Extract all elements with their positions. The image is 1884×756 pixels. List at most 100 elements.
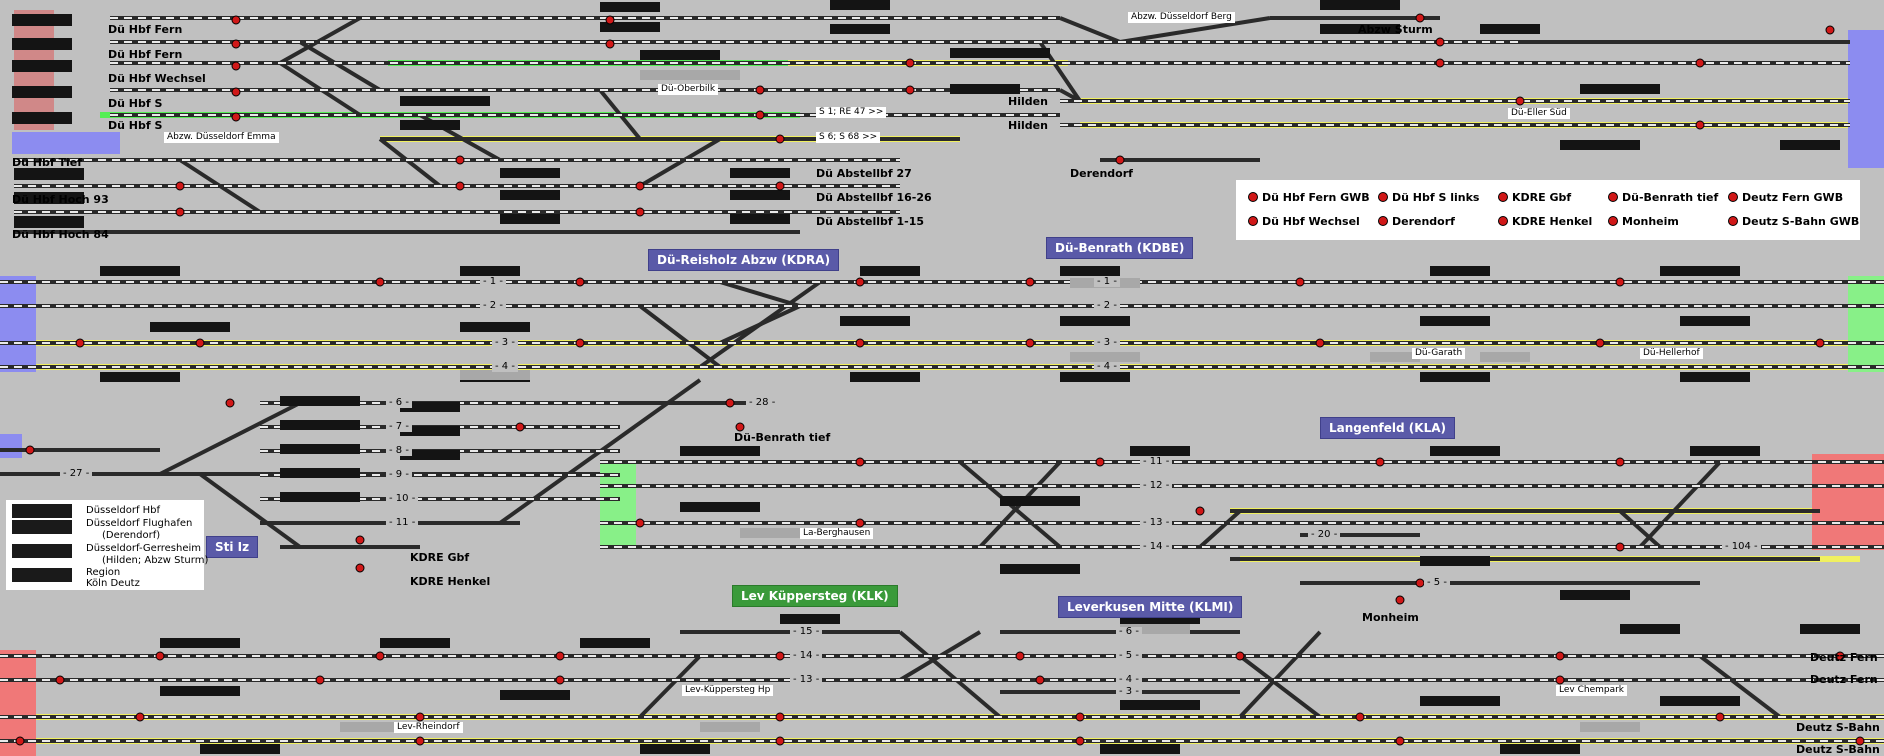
track-number: - 4 - (1116, 675, 1142, 685)
edge-blocks (0, 10, 1884, 756)
label-hilden: Hilden (1008, 95, 1048, 108)
signal-legend: Dü Hbf Fern GWB Dü Hbf S links KDRE Gbf … (1236, 180, 1860, 240)
label-benrath-tief: Dü-Benrath tief (734, 431, 831, 444)
label-kdre-henkel: KDRE Henkel (410, 575, 491, 588)
track-number: - 9 - (386, 470, 412, 480)
station-lev-mitte[interactable]: Leverkusen Mitte (KLMI) (1058, 596, 1243, 618)
label-abstellbf-1-15: Dü Abstellbf 1-15 (816, 215, 925, 228)
train-number-fields (12, 0, 1860, 754)
station-kuppersteg[interactable]: Lev Küppersteg (KLK) (732, 585, 898, 607)
track-number: - 14 - (1140, 542, 1173, 552)
signal-icon (1608, 192, 1618, 202)
track-number: - 3 - (1094, 338, 1120, 348)
track-number: - 11 - (386, 518, 419, 528)
key-label: Düsseldorf Flughafen (86, 518, 193, 529)
legend-item[interactable]: Dü Hbf Wechsel (1248, 216, 1360, 228)
signal-icon (1378, 216, 1388, 226)
platforms (340, 70, 1640, 732)
legend-item[interactable]: KDRE Henkel (1498, 216, 1592, 228)
track-number: - 3 - (1116, 687, 1142, 697)
legend-item[interactable]: Deutz S-Bahn GWB (1728, 216, 1859, 228)
key-swatch (12, 568, 72, 582)
label-kuppersteg-hp: Lev-Küppersteg Hp (682, 685, 774, 696)
track-number: - 13 - (790, 675, 823, 685)
label-kdre-gbf: KDRE Gbf (410, 551, 470, 564)
legend-item[interactable]: Deutz Fern GWB (1728, 192, 1843, 204)
track-number: - 104 - (1722, 542, 1761, 552)
signal-icon (1378, 192, 1388, 202)
label-hbf-s-2: Dü Hbf S (108, 119, 163, 132)
label-deutz-fern: Deutz Fern (1810, 651, 1878, 664)
signal-icon (1248, 216, 1258, 226)
track-number: - 2 - (1094, 301, 1120, 311)
key-label: (Derendorf) (102, 530, 161, 541)
legend-item[interactable]: KDRE Gbf (1498, 192, 1571, 204)
label-rheindorf: Lev-Rheindorf (394, 722, 463, 733)
track-number: - 12 - (1140, 481, 1173, 491)
legend-item[interactable]: Monheim (1608, 216, 1679, 228)
label-deutz-fern-2: Deutz Fern (1810, 673, 1878, 686)
track-number: - 11 - (1140, 457, 1173, 467)
track-number: - 1 - (480, 277, 506, 287)
destination-key: Düsseldorf Hbf Düsseldorf Flughafen (Der… (6, 500, 208, 590)
station-reisholz[interactable]: Dü-Reisholz Abzw (KDRA) (648, 249, 840, 271)
label-hbf-hoch-84: Dü Hbf Hoch 84 (12, 228, 109, 241)
key-label: (Hilden; Abzw Sturm) (102, 555, 209, 566)
track-number: - 2 - (480, 301, 506, 311)
signal-icon (1498, 216, 1508, 226)
label-abstellbf-16-26: Dü Abstellbf 16-26 (816, 191, 932, 204)
track-number: - 6 - (1116, 627, 1142, 637)
signal-icon (15, 13, 1865, 746)
key-label: Düsseldorf Hbf (86, 505, 161, 516)
track-number: - 8 - (386, 446, 412, 456)
label-abzw-emma: Abzw. Düsseldorf Emma (164, 132, 279, 143)
track-number: - 4 - (492, 362, 518, 372)
track-number: - 27 - (60, 469, 93, 479)
station-stilz[interactable]: Sti Iz (206, 536, 259, 558)
station-langenfeld[interactable]: Langenfeld (KLA) (1320, 417, 1455, 439)
track-blocks (0, 17, 1884, 742)
station-benrath[interactable]: Dü-Benrath (KDBE) (1046, 237, 1194, 259)
track-number: - 20 - (1308, 530, 1341, 540)
track-number: - 5 - (1424, 578, 1450, 588)
legend-item[interactable]: Dü Hbf S links (1378, 192, 1479, 204)
key-label: Düsseldorf-Gerresheim (86, 543, 202, 554)
label-derendorf: Derendorf (1070, 167, 1133, 180)
track-number: - 28 - (746, 398, 779, 408)
track-number: - 1 - (1094, 277, 1120, 287)
signal-icon (1248, 192, 1258, 202)
label-hbf-s: Dü Hbf S (108, 97, 163, 110)
label-eller-sued: Dü-Eller Süd (1508, 108, 1570, 119)
label-monheim: Monheim (1362, 611, 1419, 624)
label-hbf-tief: Dü Hbf Tief (12, 156, 83, 169)
label-hbf-hoch-93: Dü Hbf Hoch 93 (12, 193, 109, 206)
label-hilden-2: Hilden (1008, 119, 1048, 132)
legend-item[interactable]: Dü-Benrath tief (1608, 192, 1718, 204)
label-route-s6: S 6; S 68 >> (816, 132, 881, 143)
track-number: - 4 - (1094, 362, 1120, 372)
legend-item[interactable]: Dü Hbf Fern GWB (1248, 192, 1370, 204)
label-hbf-fern: Dü Hbf Fern (108, 23, 183, 36)
track-number: - 14 - (790, 651, 823, 661)
label-oberbilk: Dü-Oberbilk (658, 84, 719, 95)
track-number: - 3 - (492, 338, 518, 348)
label-abzw-berg: Abzw. Düsseldorf Berg (1128, 12, 1235, 23)
signal-icon (1728, 216, 1738, 226)
track-number: - 5 - (1116, 651, 1142, 661)
label-route-s1: S 1; RE 47 >> (816, 107, 887, 118)
legend-item[interactable]: Derendorf (1378, 216, 1455, 228)
key-swatch (12, 544, 72, 558)
signal-icon (1728, 192, 1738, 202)
label-hellerhof: Dü-Hellerhof (1640, 348, 1703, 359)
track-number: - 7 - (386, 422, 412, 432)
track-number: - 10 - (386, 494, 419, 504)
track-number: - 6 - (386, 398, 412, 408)
label-hbf-wechsel: Dü Hbf Wechsel (108, 72, 206, 85)
key-swatch (12, 504, 72, 518)
label-chempark: Lev Chempark (1556, 685, 1628, 696)
label-abstellbf-27: Dü Abstellbf 27 (816, 167, 912, 180)
tracks (0, 16, 1884, 743)
signals[interactable] (15, 13, 1865, 746)
label-hbf-fern-2: Dü Hbf Fern (108, 48, 183, 61)
